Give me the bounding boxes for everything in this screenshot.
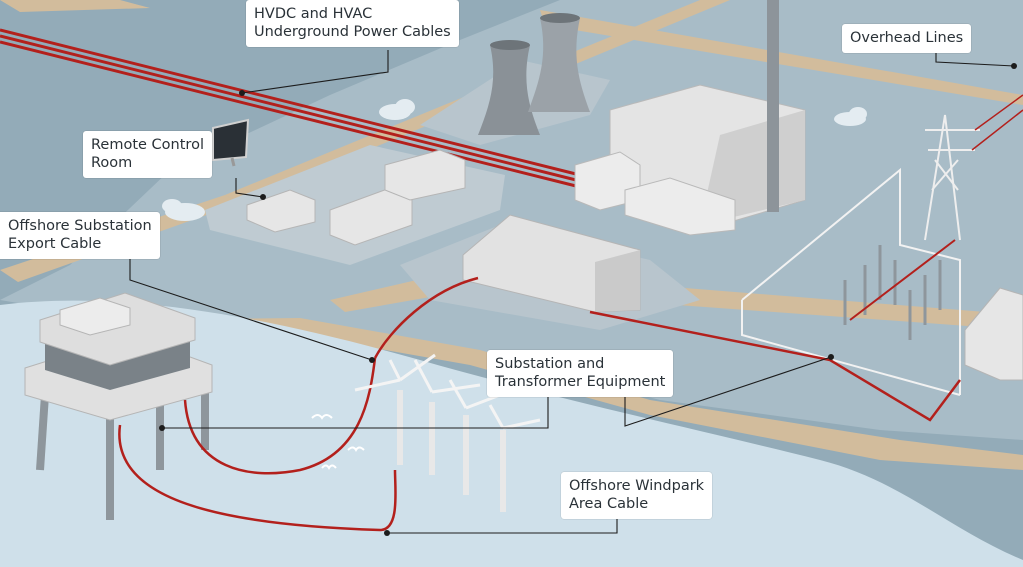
callout-overhead-lines: Overhead Lines <box>842 24 972 53</box>
offshore-platform <box>24 292 213 520</box>
callout-remote-line1: Remote Control <box>91 137 204 153</box>
leader-dots <box>159 63 1017 536</box>
callout-overhead-line1: Overhead Lines <box>850 30 964 46</box>
callout-windpark-line2: Area Cable <box>569 496 649 512</box>
terminal-building <box>964 287 1023 381</box>
control-room-buildings <box>246 149 466 246</box>
computer-monitor-icon <box>212 118 250 167</box>
export-cable-offshore <box>183 357 377 475</box>
callout-hvdc-cables: HVDC and HVAC Underground Power Cables <box>246 0 459 47</box>
array-cable <box>118 424 397 532</box>
callout-hvdc-line1: HVDC and HVAC <box>254 6 373 22</box>
overhead-lines <box>971 94 1023 151</box>
export-cable <box>373 276 479 359</box>
cooling-towers <box>478 13 590 135</box>
converter-station <box>462 214 641 313</box>
callout-remote-control-room: Remote Control Room <box>83 131 212 178</box>
hvdc-cable-bundle <box>0 28 581 189</box>
callout-offshore-substation-line2: Export Cable <box>8 236 102 252</box>
seagull-icon <box>311 414 365 470</box>
callout-windpark-line1: Offshore Windpark <box>569 478 705 494</box>
transmission-tower <box>924 114 980 241</box>
callout-substation-equipment-line1: Substation and <box>495 356 605 372</box>
power-plant <box>574 0 806 236</box>
callout-substation-equipment-line2: Transformer Equipment <box>495 374 666 390</box>
sea-shallow <box>0 300 1023 567</box>
land-cable <box>589 310 961 422</box>
callout-remote-line2: Room <box>91 155 133 171</box>
callout-substation-equipment: Substation and Transformer Equipment <box>487 350 674 397</box>
callout-windpark-cable: Offshore Windpark Area Cable <box>561 472 713 519</box>
callout-hvdc-line2: Underground Power Cables <box>254 24 451 40</box>
leader-lines <box>129 50 1015 534</box>
callout-offshore-substation-line1: Offshore Substation <box>8 218 152 234</box>
cloud-icon <box>162 99 867 221</box>
yard-cable <box>849 239 956 321</box>
callout-offshore-substation: Offshore Substation Export Cable <box>0 212 160 259</box>
substation-yard <box>741 167 961 396</box>
